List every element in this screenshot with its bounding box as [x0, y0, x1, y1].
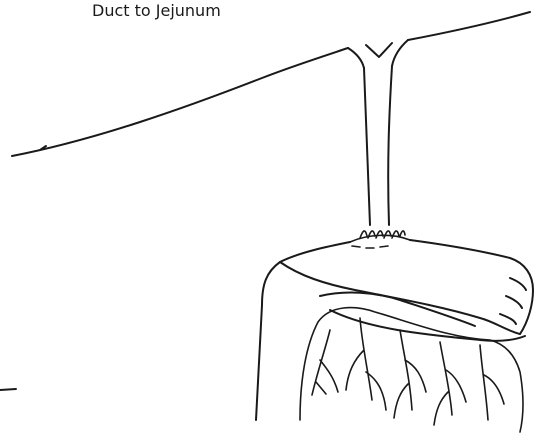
diagram-label: Duct to Jejunum [92, 0, 221, 22]
tree-branch-far-right [480, 345, 504, 420]
duct-tube [364, 66, 392, 225]
junction-triangle [366, 43, 392, 57]
anastomosis-sutures [350, 231, 410, 248]
duct-right-wall [388, 66, 392, 225]
fold-lower-curve [330, 310, 525, 341]
tree-outline [300, 308, 523, 432]
remnant-top-outline [410, 240, 533, 334]
jejunum-upper-wall [408, 12, 530, 40]
duct-left-wall [364, 68, 370, 225]
tree-branch-right-a [394, 330, 426, 418]
tree-branch-left [312, 330, 338, 395]
cuff-dash [352, 246, 388, 248]
duct-tree [300, 308, 523, 432]
fold-upper-curve [280, 262, 520, 334]
jejunum-loop [12, 12, 530, 156]
cuff-outline [350, 235, 410, 242]
pancreas-remnant [256, 240, 533, 420]
tree-branch-center [346, 318, 386, 410]
fold-right-ribs [500, 278, 526, 324]
duct-junction [348, 40, 408, 68]
junction-left-flare [348, 48, 364, 68]
remnant-outer-outline [256, 242, 350, 420]
tree-branch-right-b [434, 342, 466, 425]
jejunum-lower-wall [12, 48, 348, 156]
junction-right-flare [392, 40, 408, 66]
stray-mark [0, 389, 16, 390]
